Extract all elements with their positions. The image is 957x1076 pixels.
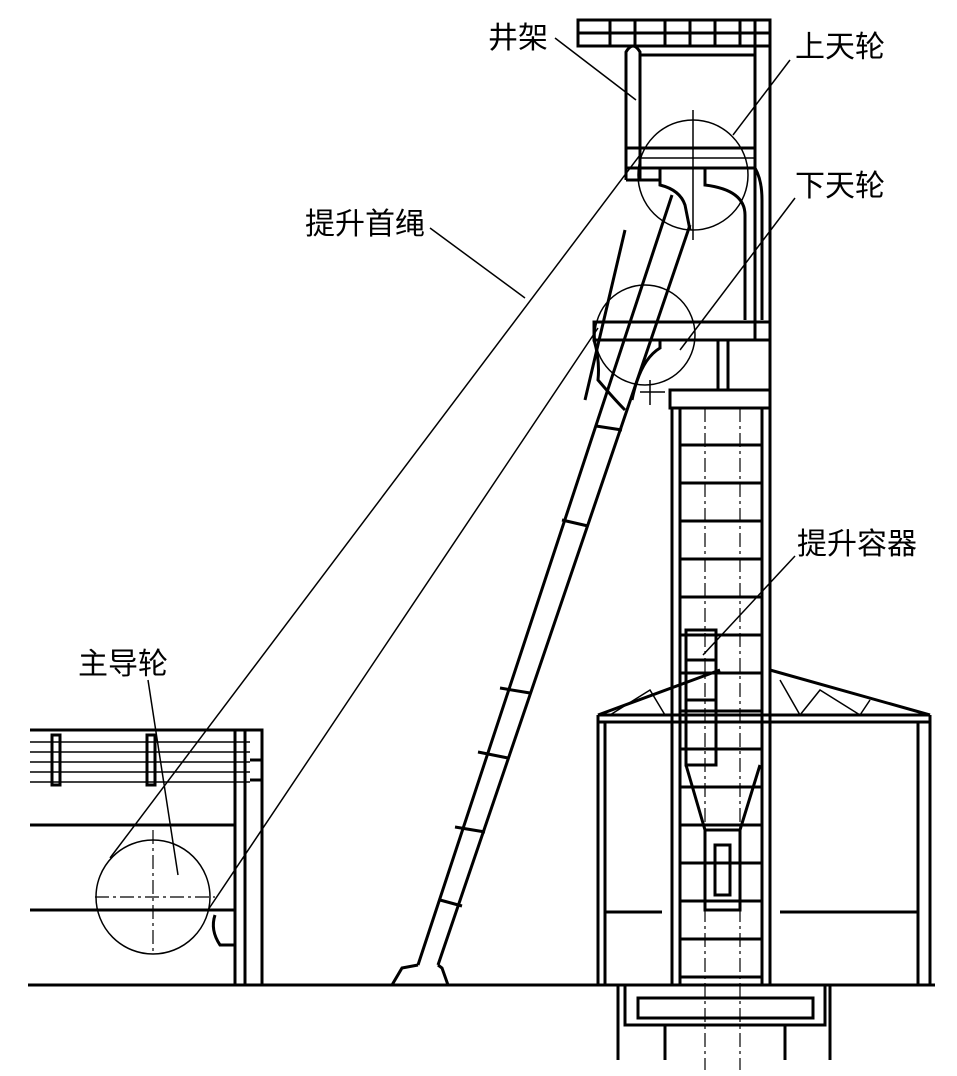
inclined-strut xyxy=(389,194,692,987)
label-upper-sheave: 上天轮 xyxy=(795,30,885,65)
main-tower xyxy=(670,340,772,1070)
label-hoist-container: 提升容器 xyxy=(797,527,917,562)
label-head-rope: 提升首绳 xyxy=(305,207,425,242)
leader-lines xyxy=(147,37,796,876)
shaft-foundation xyxy=(616,983,832,1060)
hoist-container xyxy=(684,628,762,912)
left-building xyxy=(30,728,264,985)
headframe-upper xyxy=(624,20,772,340)
head-rope-upper xyxy=(109,154,641,859)
label-main-guide-wheel: 主导轮 xyxy=(78,647,168,682)
label-headframe: 井架 xyxy=(488,21,548,56)
label-lower-sheave: 下天轮 xyxy=(795,169,885,204)
top-platform xyxy=(576,18,772,48)
middle-platform xyxy=(592,320,772,412)
right-building xyxy=(596,668,932,985)
head-rope-lower xyxy=(207,327,599,911)
